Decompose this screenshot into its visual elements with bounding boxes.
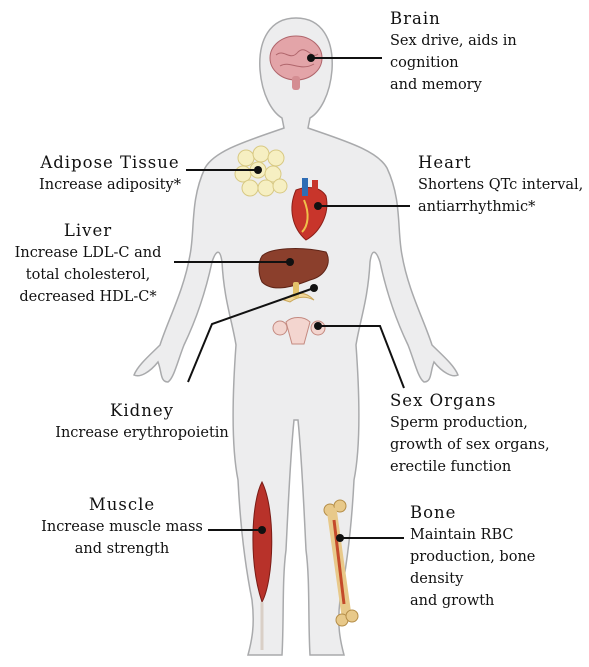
liver-text-3: decreased HDL-C* (2, 286, 174, 308)
brain-text-2: and memory (390, 74, 586, 96)
sex-organs-text-1: Sperm production, (390, 412, 586, 434)
bone-title: Bone (410, 502, 586, 524)
heart-title: Heart (418, 152, 586, 174)
heart-text-1: Shortens QTc interval, (418, 174, 586, 196)
brain-label: Brain Sex drive, aids in cognition and m… (390, 8, 586, 96)
kidney-text-1: Increase erythropoietin (44, 422, 240, 444)
sex-organs-text-2: growth of sex organs, (390, 434, 586, 456)
heart-label: Heart Shortens QTc interval, antiarrhyth… (418, 152, 586, 218)
muscle-title: Muscle (20, 494, 224, 516)
kidney-title: Kidney (44, 400, 240, 422)
adipose-label: Adipose Tissue Increase adiposity* (6, 152, 214, 196)
muscle-text-1: Increase muscle mass (20, 516, 224, 538)
muscle-label: Muscle Increase muscle mass and strength (20, 494, 224, 560)
liver-text-1: Increase LDL-C and (2, 242, 174, 264)
bone-text-1: Maintain RBC (410, 524, 586, 546)
sex-organs-text-3: erectile function (390, 456, 586, 478)
adipose-text-1: Increase adiposity* (6, 174, 214, 196)
sex-organs-label: Sex Organs Sperm production, growth of s… (390, 390, 586, 478)
bone-text-2: production, bone density (410, 546, 586, 590)
bone-label: Bone Maintain RBC production, bone densi… (410, 502, 586, 612)
brain-title: Brain (390, 8, 586, 30)
sex-organs-title: Sex Organs (390, 390, 586, 412)
liver-title: Liver (2, 220, 174, 242)
kidney-label: Kidney Increase erythropoietin (44, 400, 240, 444)
muscle-text-2: and strength (20, 538, 224, 560)
heart-text-2: antiarrhythmic* (418, 196, 586, 218)
liver-label: Liver Increase LDL-C and total cholester… (2, 220, 174, 308)
bone-text-3: and growth (410, 590, 586, 612)
liver-text-2: total cholesterol, (2, 264, 174, 286)
adipose-title: Adipose Tissue (6, 152, 214, 174)
brain-text-1: Sex drive, aids in cognition (390, 30, 586, 74)
